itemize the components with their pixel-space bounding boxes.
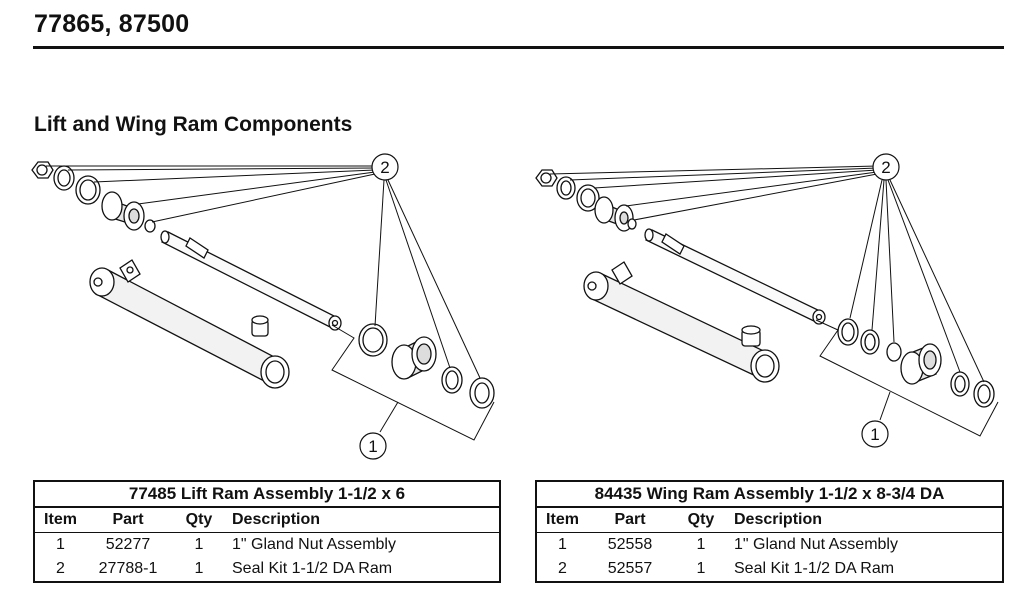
- column-header-qty: Qty: [672, 507, 730, 533]
- callout-1-label: 1: [368, 437, 377, 456]
- seal-ring-part: [441, 366, 463, 394]
- callout-2-label: 2: [881, 158, 890, 177]
- qty-cell: 1: [194, 536, 204, 553]
- column-header-description: Description: [228, 507, 500, 533]
- callout-2-circle: 2: [872, 153, 900, 181]
- description-cell: Seal Kit 1-1/2 DA Ram: [232, 560, 393, 577]
- table-header-row: Item Part Qty Description: [536, 507, 1003, 533]
- qty-cell: 1: [696, 536, 706, 553]
- table-row: 2 52557 1 Seal Kit 1-1/2 DA Ram: [536, 557, 1003, 582]
- title-divider: [33, 46, 1004, 49]
- description-cell: 1" Gland Nut Assembly: [232, 536, 396, 553]
- part-cell: 27788-1: [98, 560, 158, 577]
- callout-1-circle: 1: [359, 432, 387, 460]
- gland-nut-part: [358, 323, 437, 380]
- page-title: 77865, 87500: [34, 10, 190, 38]
- part-cell: 52557: [607, 560, 653, 577]
- piston-part: [594, 196, 634, 232]
- item-cell: 1: [56, 536, 65, 553]
- table-caption: 84435 Wing Ram Assembly 1-1/2 x 8-3/4 DA: [535, 480, 1004, 508]
- callout-2-circle: 2: [371, 153, 399, 181]
- column-header-description: Description: [730, 507, 1003, 533]
- part-cell: 52277: [105, 536, 151, 553]
- seal-ring-part: [576, 184, 600, 212]
- seal-ring-part: [837, 318, 859, 346]
- seal-ring-part: [860, 329, 880, 355]
- nut-part: [31, 161, 54, 179]
- cylinder-barrel-part: [89, 259, 290, 389]
- seal-ring-part: [950, 371, 970, 397]
- seal-ring-part: [469, 377, 495, 409]
- piston-part: [101, 191, 145, 231]
- column-header-part: Part: [588, 507, 672, 533]
- seal-ring-part: [75, 175, 101, 205]
- callout-2-label: 2: [380, 158, 389, 177]
- gland-nut-part: [886, 342, 942, 385]
- item-cell: 2: [558, 560, 567, 577]
- item-cell: 2: [56, 560, 65, 577]
- nut-part: [535, 169, 558, 187]
- table-row: 1 52277 1 1" Gland Nut Assembly: [34, 533, 500, 558]
- column-header-part: Part: [86, 507, 170, 533]
- item-cell: 1: [558, 536, 567, 553]
- description-cell: 1" Gland Nut Assembly: [734, 536, 898, 553]
- callout-1-label: 1: [870, 425, 879, 444]
- column-header-item: Item: [536, 507, 588, 533]
- column-header-item: Item: [34, 507, 86, 533]
- o-ring-part: [144, 219, 156, 233]
- table-row: 2 27788-1 1 Seal Kit 1-1/2 DA Ram: [34, 557, 500, 582]
- seal-ring-part: [973, 380, 995, 408]
- seal-ring-part: [556, 176, 576, 200]
- lift-ram-exploded-diagram: 2 1: [31, 153, 495, 460]
- column-header-qty: Qty: [170, 507, 228, 533]
- cylinder-barrel-part: [583, 261, 780, 383]
- table-header-row: Item Part Qty Description: [34, 507, 500, 533]
- description-cell: Seal Kit 1-1/2 DA Ram: [734, 560, 895, 577]
- section-title: Lift and Wing Ram Components: [34, 113, 353, 136]
- callout-1-circle: 1: [861, 420, 889, 448]
- wing-ram-parts-table: 84435 Wing Ram Assembly 1-1/2 x 8-3/4 DA…: [535, 480, 1004, 583]
- qty-cell: 1: [696, 560, 706, 577]
- wing-ram-exploded-diagram: 2 1: [535, 153, 999, 448]
- table-row: 1 52558 1 1" Gland Nut Assembly: [536, 533, 1003, 558]
- piston-rod-part: [160, 230, 342, 331]
- qty-cell: 1: [194, 560, 204, 577]
- o-ring-part: [627, 218, 637, 230]
- lift-ram-parts-table: 77485 Lift Ram Assembly 1-1/2 x 6 Item P…: [33, 480, 501, 583]
- part-cell: 52558: [607, 536, 653, 553]
- table-caption: 77485 Lift Ram Assembly 1-1/2 x 6: [33, 480, 501, 508]
